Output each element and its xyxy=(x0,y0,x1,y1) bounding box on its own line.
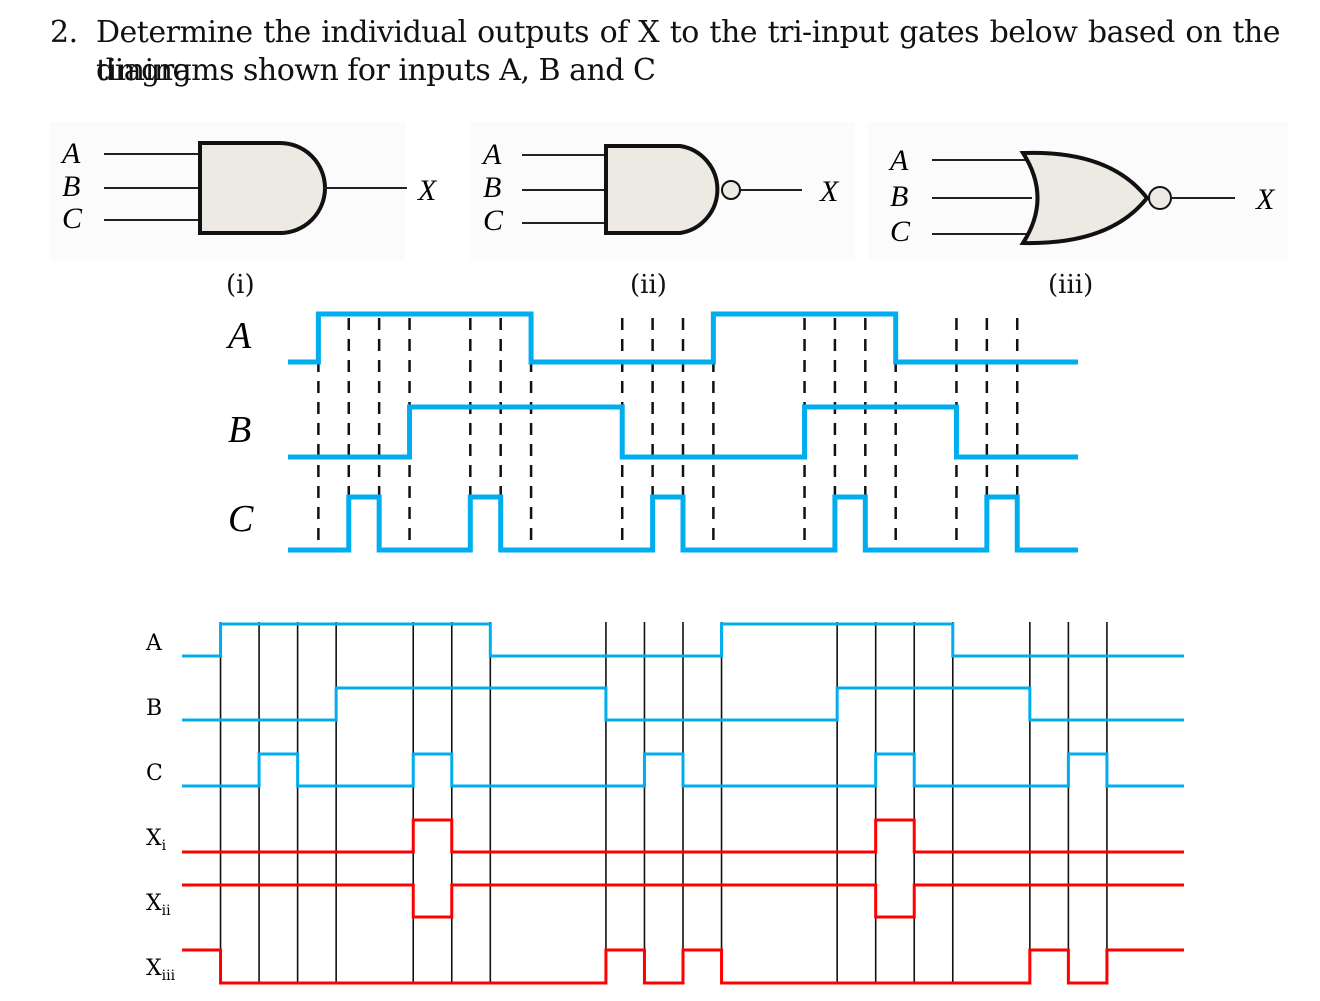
given-signal-c xyxy=(288,494,1078,553)
question-text-line2: diagrams shown for inputs A, B and C xyxy=(96,53,656,88)
given-label-a: A xyxy=(225,315,252,357)
answer-signal-traces xyxy=(182,622,1184,985)
answer-label-a: A xyxy=(145,631,163,656)
gate-ii-input-a-label: A xyxy=(481,138,502,171)
answer-label-xi: Xi xyxy=(146,826,167,854)
answer-signal-xii xyxy=(182,883,1184,919)
given-signal-b xyxy=(288,404,1078,460)
nand-inversion-bubble xyxy=(721,180,741,200)
given-label-b: B xyxy=(228,409,251,451)
and-gate: A B C X xyxy=(60,137,438,235)
nand-gate-body xyxy=(604,144,720,235)
answer-label-subscript: ii xyxy=(162,903,171,919)
given-label-c: C xyxy=(228,498,254,540)
answer-signal-c xyxy=(182,752,1184,788)
gate-iii-input-c-label: C xyxy=(890,215,911,248)
nand-gate: A B C X xyxy=(481,138,840,237)
gate-ii-input-c-label: C xyxy=(483,204,504,237)
answer-signal-b xyxy=(182,686,1184,722)
gate-ii-input-b-label: B xyxy=(483,171,501,204)
answer-label-subscript: iii xyxy=(162,968,176,984)
answer-label-c: C xyxy=(146,761,163,786)
gate-ii-caption: (ii) xyxy=(630,270,667,300)
answer-label-b: B xyxy=(146,696,162,721)
gate-ii-output-label: X xyxy=(819,175,840,208)
and-gate-body xyxy=(198,141,327,235)
answer-label-xii: Xii xyxy=(146,891,171,919)
gate-iii-caption: (iii) xyxy=(1048,270,1094,300)
gate-i-input-c-label: C xyxy=(62,202,83,235)
gate-symbols: A B C X A B C X A B C X xyxy=(60,137,1276,248)
gate-i-output-label: X xyxy=(417,174,438,207)
question-text-line1: Determine the individual outputs of X to… xyxy=(96,15,1281,88)
answer-label-subscript: i xyxy=(162,838,167,854)
answer-label-xiii: Xiii xyxy=(146,956,176,984)
answer-signal-a xyxy=(182,622,1184,658)
gate-i-caption: (i) xyxy=(226,270,255,300)
given-signal-a xyxy=(288,311,1078,365)
gate-iii-input-b-label: B xyxy=(890,180,908,213)
given-signal-traces xyxy=(288,311,1078,553)
answer-grid-lines xyxy=(219,622,1108,983)
answer-signal-xiii xyxy=(182,948,1184,985)
gate-iii-output-label: X xyxy=(1255,183,1276,216)
nor-gate: A B C X xyxy=(888,144,1276,248)
answer-signal-xi xyxy=(182,818,1184,854)
nor-gate-body xyxy=(1019,150,1150,246)
gate-i-input-b-label: B xyxy=(62,170,80,203)
question-number: 2. xyxy=(50,15,78,50)
gate-iii-input-a-label: A xyxy=(888,144,909,177)
gate-i-input-a-label: A xyxy=(60,137,81,170)
